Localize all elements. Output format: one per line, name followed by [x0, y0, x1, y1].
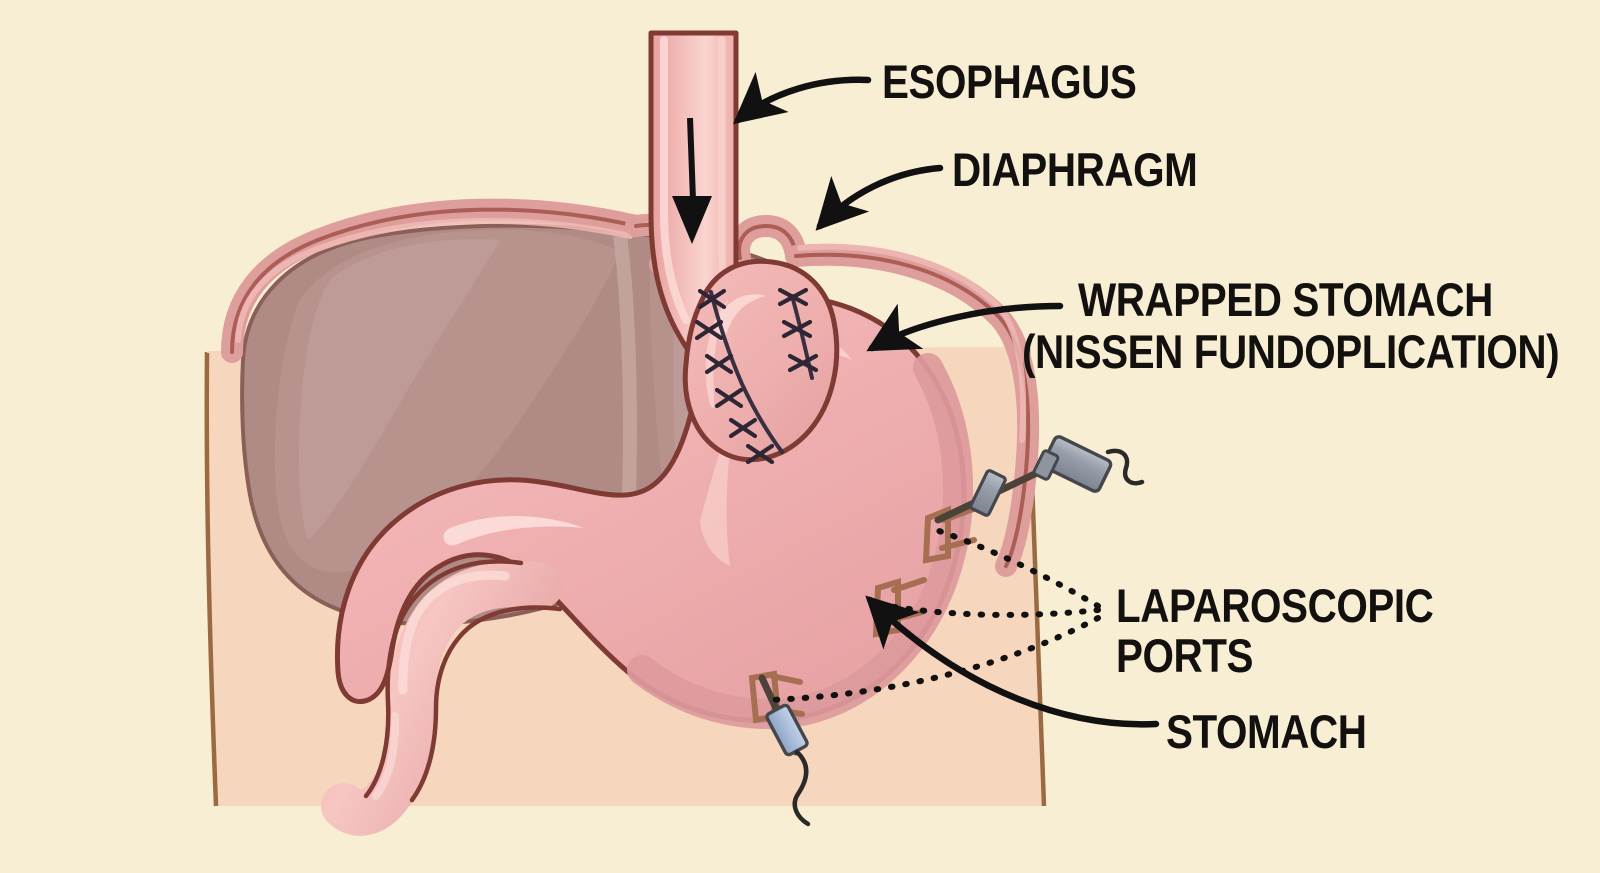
label-wrapped-stomach-line2: (NISSEN FUNDOPLICATION)	[1022, 326, 1559, 379]
label-diaphragm: DIAPHRAGM	[952, 144, 1197, 197]
laparoscopic-ports	[748, 435, 1145, 827]
label-stomach: STOMACH	[1166, 706, 1367, 759]
instrument-cable	[1105, 448, 1145, 486]
duodenum	[321, 559, 563, 836]
label-leader-lines	[732, 71, 1160, 728]
suture-line	[694, 287, 819, 465]
wrapped-stomach-leader	[866, 302, 1064, 352]
label-esophagus: ESOPHAGUS	[882, 56, 1136, 109]
diaphragm-leader	[815, 164, 944, 231]
label-laparoscopic-ports-line1: LAPAROSCOPIC	[1116, 580, 1433, 633]
instrument-cable	[792, 749, 811, 827]
stomach-leader	[865, 595, 1160, 728]
trocar-collar	[969, 469, 1007, 517]
esophagus-leader	[732, 71, 872, 125]
laparoscopic-port-upper[interactable]	[922, 435, 1145, 564]
fundal-wrap	[682, 258, 840, 463]
instrument-handle[interactable]	[1032, 435, 1113, 493]
laparoscopic-port-lower[interactable]	[748, 670, 811, 827]
label-laparoscopic-ports-line2: PORTS	[1116, 630, 1253, 683]
label-wrapped-stomach-line1: WRAPPED STOMACH	[1078, 274, 1493, 327]
swallow-direction-arrow	[672, 117, 712, 244]
